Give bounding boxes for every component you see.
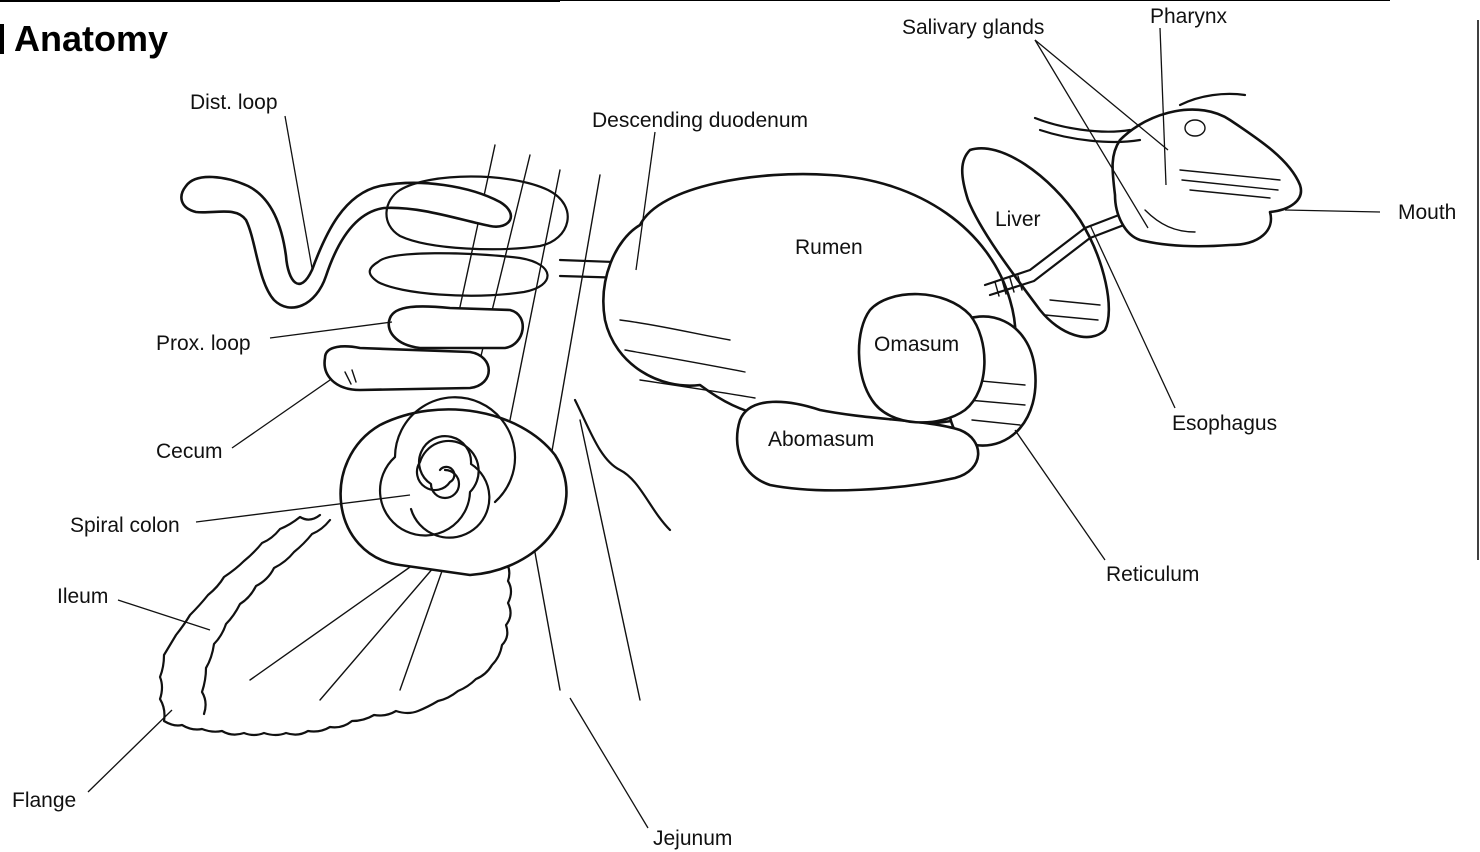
label-reticulum: Reticulum — [1106, 563, 1199, 586]
label-flange: Flange — [12, 789, 76, 812]
label-spiral-colon: Spiral colon — [70, 514, 180, 537]
label-cecum: Cecum — [156, 440, 223, 463]
prox-loop-shape — [389, 306, 523, 348]
label-dist-loop: Dist. loop — [190, 91, 278, 114]
dist-loop-shape — [181, 177, 567, 308]
label-liver: Liver — [995, 208, 1041, 231]
label-prox-loop: Prox. loop — [156, 332, 251, 355]
label-descending-duodenum: Descending duodenum — [592, 109, 808, 132]
cecum-shape — [325, 346, 489, 390]
label-omasum: Omasum — [874, 333, 959, 356]
label-mouth: Mouth — [1398, 201, 1456, 224]
label-ileum: Ileum — [57, 585, 108, 608]
label-jejunum: Jejunum — [653, 827, 732, 850]
omasum-shape — [859, 294, 984, 422]
label-abomasum: Abomasum — [768, 428, 874, 451]
spiral-colon-shape — [341, 397, 567, 575]
label-salivary-glands: Salivary glands — [902, 16, 1044, 39]
label-pharynx: Pharynx — [1150, 5, 1228, 28]
label-rumen: Rumen — [795, 236, 863, 259]
label-esophagus: Esophagus — [1172, 412, 1277, 435]
